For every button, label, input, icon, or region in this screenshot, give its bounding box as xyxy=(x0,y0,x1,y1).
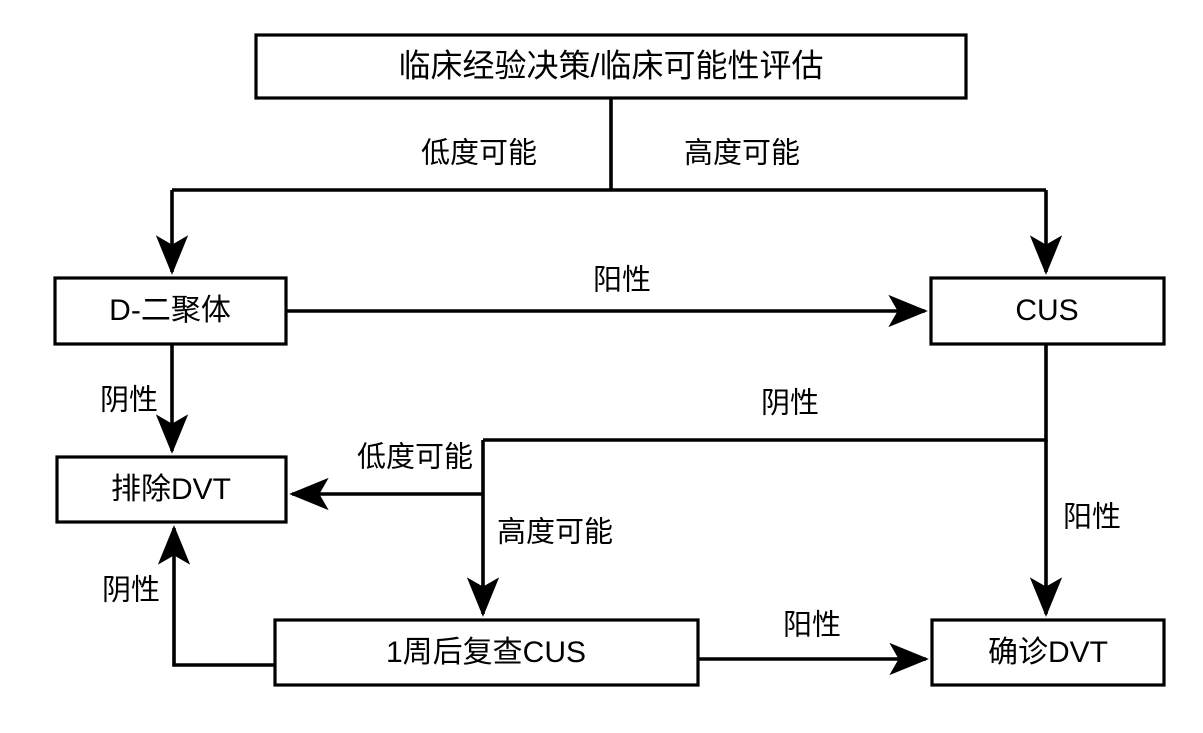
node-clinical-decision-box[interactable] xyxy=(254,33,968,100)
node-exclude-dvt[interactable]: 排除DVT xyxy=(55,455,288,524)
edge-label-low-probability-top: 低度可能 xyxy=(421,137,537,170)
edge-label-high-probability-mid: 高度可能 xyxy=(497,516,613,549)
edge-label-low-probability-mid: 低度可能 xyxy=(357,441,473,474)
node-exclude-dvt-label: 排除DVT xyxy=(111,473,231,506)
node-confirm-dvt-label: 确诊DVT xyxy=(988,636,1108,669)
edge-label-high-probability-top: 高度可能 xyxy=(684,137,800,170)
edge-label-positive-cus: 阳性 xyxy=(1063,501,1121,534)
edge-label-negative-cus: 阴性 xyxy=(761,387,819,420)
node-repeat-cus-label: 1周后复查CUS xyxy=(386,636,586,669)
node-clinical-decision[interactable]: 临床经验决策/临床可能性评估 xyxy=(254,33,968,100)
node-repeat-cus[interactable]: 1周后复查CUS xyxy=(273,618,700,687)
node-cus-box[interactable] xyxy=(929,276,1166,346)
edge-label-positive-ddimer: 阳性 xyxy=(593,264,651,297)
edge-label-negative-ddimer: 阴性 xyxy=(100,384,158,417)
node-d-dimer-label: D-二聚体 xyxy=(109,294,231,327)
edge-label-positive-repeat: 阳性 xyxy=(783,609,841,642)
edge-repeat-to-exclude xyxy=(157,525,275,667)
node-confirm-dvt-box[interactable] xyxy=(930,618,1166,687)
node-repeat-cus-box[interactable] xyxy=(273,618,700,687)
node-cus-label: CUS xyxy=(1015,294,1078,327)
node-confirm-dvt[interactable]: 确诊DVT xyxy=(930,618,1166,687)
node-cus[interactable]: CUS xyxy=(929,276,1166,346)
node-d-dimer-box[interactable] xyxy=(53,276,288,346)
node-d-dimer[interactable]: D-二聚体 xyxy=(53,276,288,346)
node-clinical-decision-label: 临床经验决策/临床可能性评估 xyxy=(399,47,824,83)
edge-label-negative-repeat: 阴性 xyxy=(102,574,160,607)
node-exclude-dvt-box[interactable] xyxy=(55,455,288,524)
